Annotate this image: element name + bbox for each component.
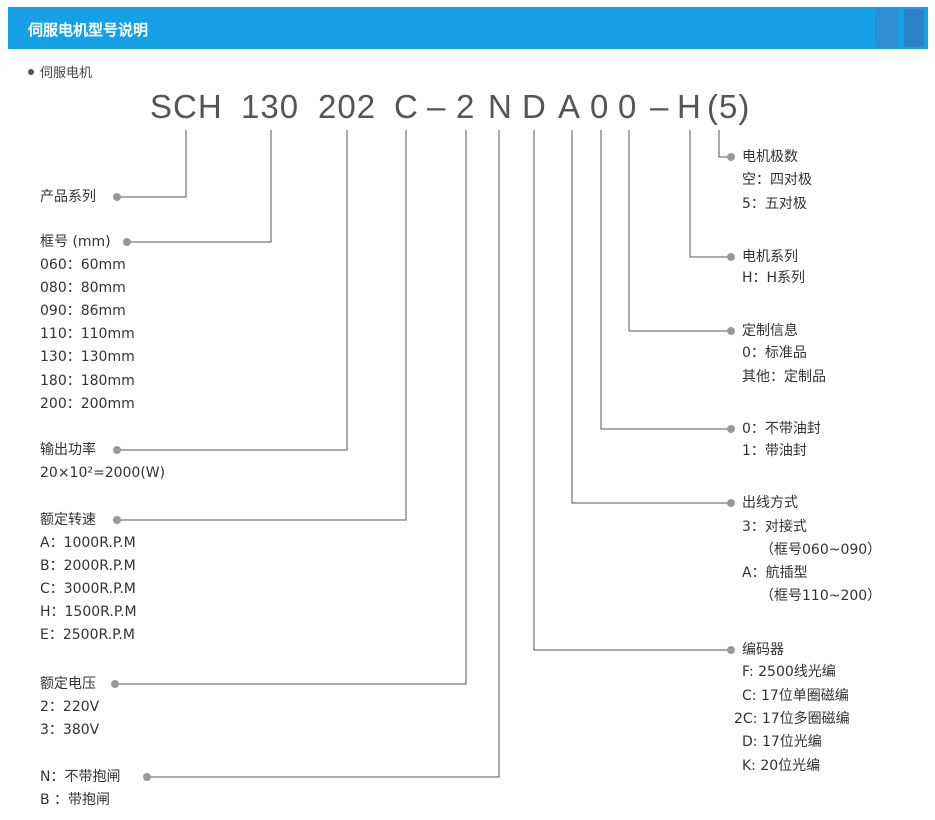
header-title: 伺服电机型号说明: [28, 21, 149, 39]
output-power-value: 20×10²=2000(W): [40, 465, 166, 481]
wiring-method-value: （框号110~200）: [760, 588, 882, 604]
frame-size-label: 框号 (mm): [40, 234, 111, 250]
code-speed: C: [394, 88, 419, 125]
encoder-value: D: 17位光编: [742, 734, 822, 750]
custom-info-value: 其他：定制品: [742, 369, 826, 385]
encoder-value: 2C: 17位多圈磁编: [734, 711, 850, 727]
code-frame: 130: [241, 88, 300, 125]
rated-voltage-label: 额定电压: [40, 676, 96, 692]
motor-poles-value: 空：四对极: [742, 172, 812, 188]
oil-seal-value: 1：带油封: [742, 443, 807, 459]
code-series: SCH: [150, 88, 223, 125]
encoder-value: K: 20位光编: [742, 758, 821, 774]
wiring-method-value: A：航插型: [742, 565, 808, 581]
wiring-method-value: （框号060~090）: [760, 542, 882, 558]
output-power-label: 输出功率: [40, 442, 96, 458]
code-custom: 0: [618, 88, 638, 125]
custom-info-value: 0：标准品: [742, 345, 807, 361]
rated-voltage-value: 3：380V: [40, 722, 100, 738]
page-header: 伺服电机型号说明: [8, 7, 928, 49]
rated-speed-value: B：2000R.P.M: [40, 558, 136, 574]
motor-poles-value: 5：五对极: [742, 196, 807, 212]
code-dash: –: [650, 88, 670, 125]
encoder-label: 编码器: [742, 642, 784, 658]
frame-size-value: 060：60mm: [40, 257, 126, 273]
code-brake: N: [488, 88, 513, 125]
rated-speed-label: 额定转速: [40, 512, 96, 528]
frame-size-value: 180：180mm: [40, 373, 135, 389]
section-heading: 伺服电机: [28, 62, 92, 81]
rated-speed-value: E：2500R.P.M: [40, 627, 135, 643]
rated-speed-value: H：1500R.P.M: [40, 604, 137, 620]
header-decoration: [904, 9, 924, 47]
bullet-icon: [28, 68, 34, 75]
encoder-value: F: 2500线光编: [742, 664, 836, 680]
code-poles: (5): [707, 88, 751, 125]
rated-speed-value: A：1000R.P.M: [40, 535, 136, 551]
frame-size-value: 090：86mm: [40, 303, 126, 319]
encoder-value: C: 17位单圈磁编: [742, 688, 849, 704]
frame-size-value: 110：110mm: [40, 326, 135, 342]
oil-seal-label: 0：不带油封: [742, 421, 821, 437]
motor-series-label: 电机系列: [742, 249, 798, 265]
code-oil-seal: 0: [590, 88, 610, 125]
section-label: 伺服电机: [40, 66, 93, 81]
frame-size-value: 080：80mm: [40, 280, 126, 296]
brake-label: N：不带抱闸: [40, 769, 121, 785]
frame-size-value: 200：200mm: [40, 396, 135, 412]
code-voltage: 2: [456, 88, 476, 125]
code-power: 202: [318, 88, 377, 125]
motor-poles-label: 电机极数: [742, 149, 798, 165]
wiring-method-value: 3：对接式: [742, 519, 807, 535]
rated-voltage-value: 2：220V: [40, 699, 100, 715]
motor-series-value: H：H系列: [742, 270, 806, 286]
code-dash: –: [427, 88, 447, 125]
product-series-label: 产品系列: [40, 189, 96, 205]
code-encoder: D: [522, 88, 547, 125]
brake-value: B ：带抱闸: [40, 792, 111, 808]
rated-speed-value: C：3000R.P.M: [40, 581, 136, 597]
custom-info-label: 定制信息: [742, 323, 798, 339]
code-motor-series: H: [677, 88, 702, 125]
code-wiring: A: [558, 88, 582, 125]
wiring-method-label: 出线方式: [742, 495, 798, 511]
frame-size-value: 130：130mm: [40, 349, 135, 365]
header-decoration: [875, 9, 898, 47]
